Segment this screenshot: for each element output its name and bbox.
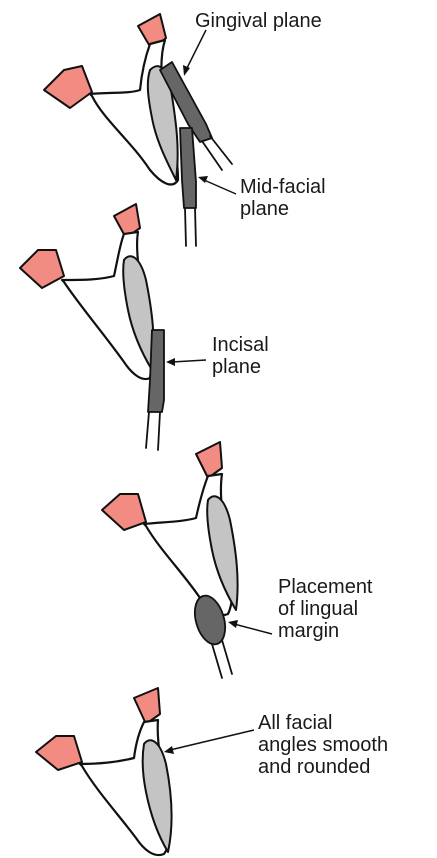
instrument-handle-line [212,644,222,678]
gingiva-lingual [102,494,146,530]
label-incisal-plane: Incisal plane [212,334,269,378]
gingiva-lingual [44,66,92,108]
instrument-handle-line [146,412,149,448]
incisal-plane-arrowhead [166,358,175,366]
instrument-handle-line [195,208,196,246]
label-facial-angles: All facial angles smooth and rounded [258,712,388,778]
panel-incisal [20,204,206,450]
label-line: All facial [258,712,388,734]
gingival-plane-arrow [186,30,206,70]
gingiva-lingual [20,250,64,288]
gingiva-facial [196,442,222,478]
instrument-handle-line [202,141,222,170]
facial-angles-arrowhead [164,746,174,754]
mid-facial-plane-arrow [204,180,236,194]
facial-angles-arrow [170,730,254,750]
label-line: Incisal [212,334,269,356]
label-line: Mid-facial [240,176,326,198]
gingival-plane-arrowhead [183,65,190,76]
label-line: plane [212,356,269,378]
instrument-handle-line [222,640,232,674]
lingual-margin-arrowhead [228,620,238,628]
mid-facial-plane-arrowhead [198,176,208,183]
label-gingival-plane: Gingival plane [195,10,322,32]
panel-lingual-margin [102,442,272,678]
label-line: Placement [278,576,373,598]
label-line: angles smooth [258,734,388,756]
gingiva-lingual [36,736,82,770]
instrument-handle-line [210,136,232,164]
panel-gingival-midfacial [44,14,236,246]
label-line: Gingival plane [195,10,322,32]
label-line: margin [278,620,373,642]
label-line: and rounded [258,756,388,778]
instrument-handle-line [185,208,186,246]
mid-facial-plane-instrument [180,128,196,208]
label-mid-facial-plane: Mid-facial plane [240,176,326,220]
instrument-handle-line [158,412,160,450]
incisal-plane-arrow [172,360,206,362]
lingual-margin-arrow [234,624,272,634]
panel-facial-angles [36,688,254,855]
label-lingual-margin: Placement of lingual margin [278,576,373,642]
gingiva-facial [134,688,160,724]
label-line: plane [240,198,326,220]
label-line: of lingual [278,598,373,620]
